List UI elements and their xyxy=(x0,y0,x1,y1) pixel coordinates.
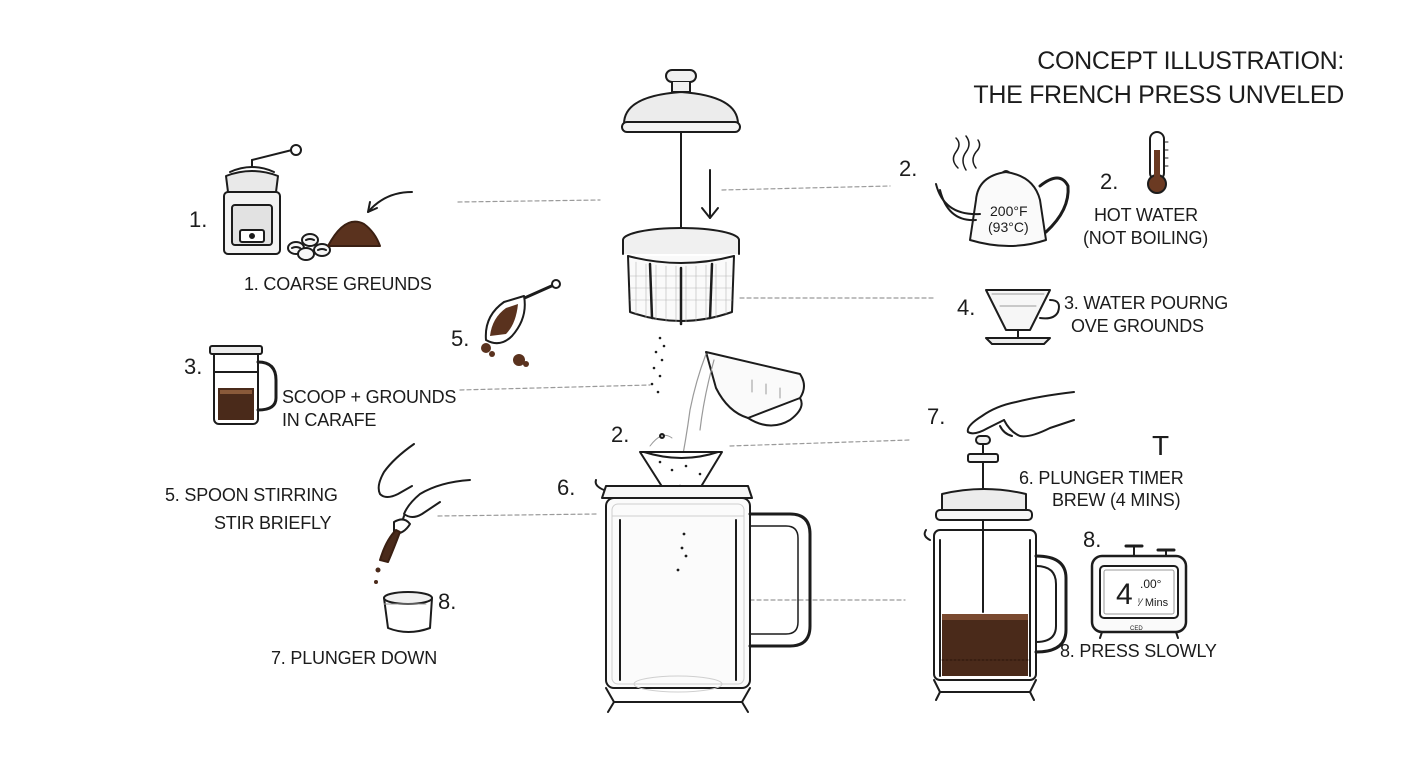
dripper-icon xyxy=(985,289,1060,345)
title-line-1: CONCEPT ILLUSTRATION: xyxy=(1037,47,1344,75)
kettle-temp-c: (93°C) xyxy=(988,219,1029,235)
scoop-icon xyxy=(481,279,561,367)
coffee-beans-icon xyxy=(287,233,331,261)
thermometer-step-number: 2. xyxy=(1100,169,1119,194)
step-1-number: 1. xyxy=(189,207,208,232)
page-title: CONCEPT ILLUSTRATION: THE FRENCH PRESS U… xyxy=(973,44,1344,112)
press-with-coffee-icon xyxy=(923,435,1068,701)
title-line-2: THE FRENCH PRESS UNVELED xyxy=(973,81,1344,109)
timer-unit: ⁱ⁄ Mins xyxy=(1137,597,1169,609)
timer-glyph: T xyxy=(1152,430,1170,461)
cup-icon xyxy=(383,591,433,633)
water-pouring-label-line-2: OVE GROUNDS xyxy=(1071,316,1204,336)
coarse-grounds-label: 1. COARSE GREUNDS xyxy=(244,274,432,294)
falling-grains xyxy=(650,336,666,394)
carafe-step-number: 6. xyxy=(557,475,576,500)
ground-pile-icon xyxy=(327,220,381,247)
spoon-label-line-2: STIR BRIEFLY xyxy=(214,513,332,533)
plunger-timer-label-line-1: 6. PLUNGER TIMER xyxy=(1019,468,1184,488)
leader-lines xyxy=(437,185,936,601)
hand-step-number: 7. xyxy=(927,404,946,429)
hot-water-label-line-2: (NOT BOILING) xyxy=(1083,228,1209,248)
water-pouring-label-line-1: 3. WATER POURNG xyxy=(1064,293,1229,313)
thermometer-icon xyxy=(1147,131,1169,194)
press-slowly-label: 8. PRESS SLOWLY xyxy=(1060,641,1217,661)
kettle-step-number: 2. xyxy=(899,156,918,181)
step-3-number: 3. xyxy=(184,354,203,379)
mesh-filter-icon xyxy=(622,227,740,326)
scoop-step-number: 5. xyxy=(451,326,470,351)
scoop-label-line-1: SCOOP + GROUNDS xyxy=(282,387,457,407)
pour-jug-icon xyxy=(679,351,805,471)
timer-digit-small: .00° xyxy=(1140,577,1162,591)
hot-water-label-line-1: HOT WATER xyxy=(1094,205,1198,225)
kettle-icon xyxy=(935,135,1070,247)
pour-step-number: 2. xyxy=(611,422,630,447)
plunger-timer-label-line-2: BREW (4 MINS) xyxy=(1052,490,1181,510)
kettle-temp-f: 200°F xyxy=(990,203,1028,219)
scoop-label-line-2: IN CARAFE xyxy=(282,410,377,430)
french-press-icon xyxy=(594,479,812,713)
dripper-step-number: 4. xyxy=(957,295,976,320)
spoon-hand-icon xyxy=(374,443,471,584)
carafe-icon xyxy=(209,345,278,425)
grinder-icon xyxy=(223,144,302,255)
timer-icon: 4 .00° ⁱ⁄ Mins CED xyxy=(1090,544,1188,639)
timer-digit-big: 4 xyxy=(1116,578,1133,611)
curved-arrow-icon xyxy=(367,191,413,213)
step-8-number-left: 8. xyxy=(438,589,457,614)
hand-icon xyxy=(966,391,1075,438)
spoon-label-line-1: 5. SPOON STIRRING xyxy=(165,485,338,505)
plunger-down-label: 7. PLUNGER DOWN xyxy=(271,648,438,668)
timer-step-number: 8. xyxy=(1083,527,1102,552)
plunger-lid-icon xyxy=(621,69,741,241)
timer-brand: CED xyxy=(1130,626,1143,632)
